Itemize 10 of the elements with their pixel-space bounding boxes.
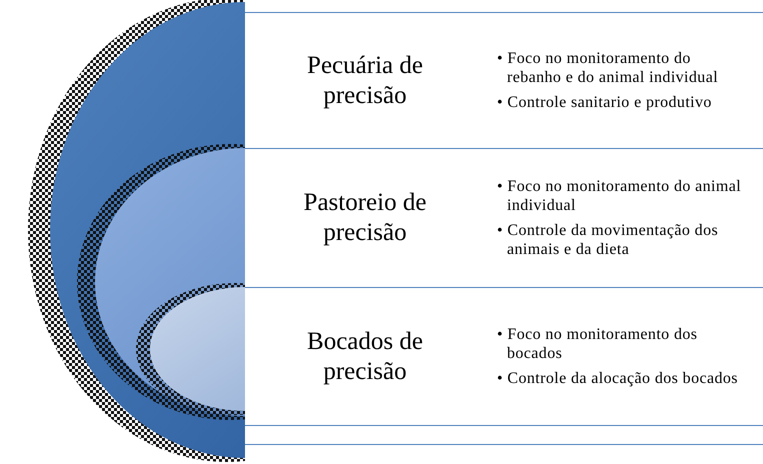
bullet-item: • Controle da movimentação dos animais e da dieta xyxy=(497,221,720,260)
row-title: Pecuária de precisão xyxy=(306,50,424,110)
row-title: Bocados de precisão xyxy=(306,326,424,386)
row-title: Pastoreio de precisão xyxy=(302,188,428,248)
bullet-item: • Foco no monitoramento dos bocados xyxy=(497,324,698,364)
bullet-item: • Foco no monitoramento do rebanho e do animal individual xyxy=(497,48,720,88)
bullet-item: • Controle da alocação dos bocados xyxy=(497,369,739,388)
bullet-item: • Controle sanitario e produtivo xyxy=(497,93,713,112)
bullet-item: • Foco no monitoramento do animal individual xyxy=(497,176,742,215)
empty-band xyxy=(245,425,763,445)
